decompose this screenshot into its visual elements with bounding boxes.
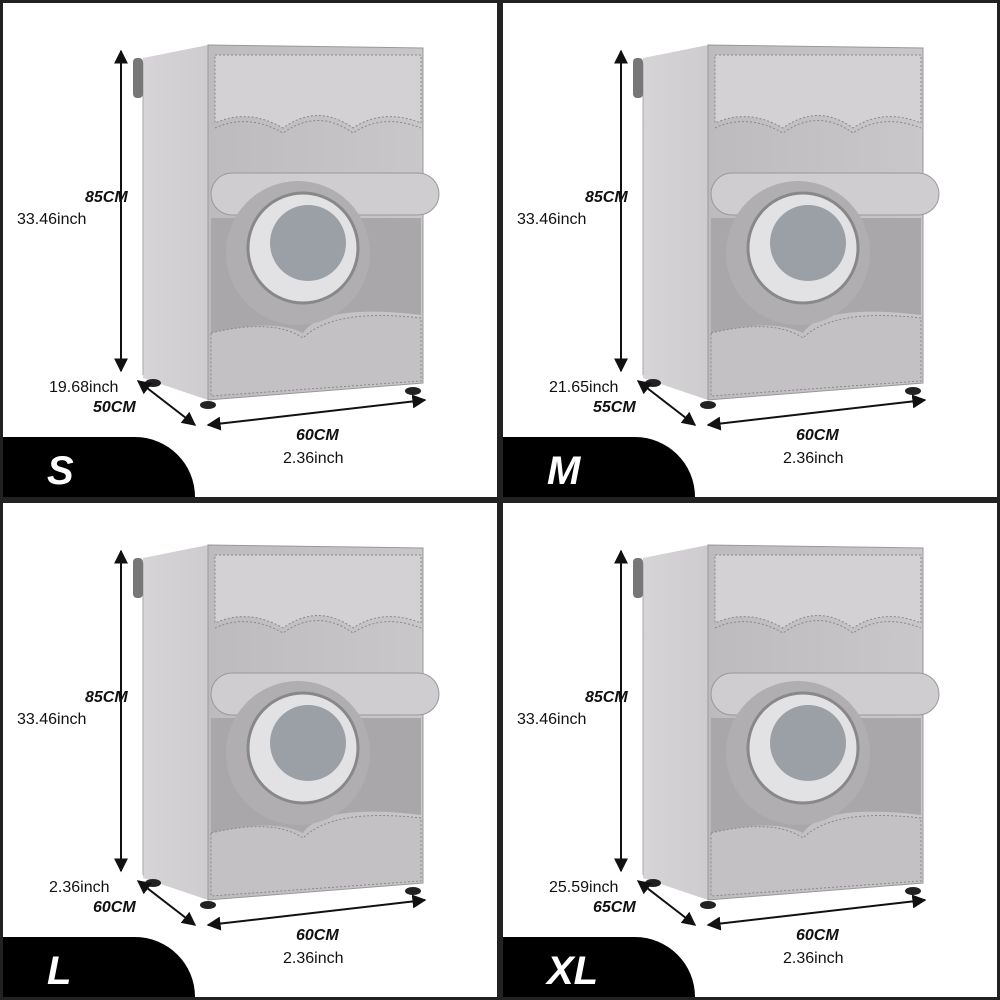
width-cm: 60CM [296,427,339,444]
height-inch: 33.46inch [517,211,587,228]
size-label: M [547,449,581,493]
width-arrow [206,894,427,931]
height-cm: 85CM [585,689,628,706]
width-cm: 60CM [296,927,339,944]
depth-inch: 25.59inch [549,879,619,896]
size-label: XL [547,949,599,993]
size-label: L [47,949,72,993]
washer-cover-illustration [614,544,940,931]
width-inch: 2.36inch [783,450,844,467]
width-inch: 2.36inch [783,950,844,967]
depth-cm: 65CM [593,899,636,916]
depth-inch: 2.36inch [49,879,110,896]
washer-cover [633,44,940,409]
size-panel-s: 85CM 33.46inch 19.68inch 50CM 60CM 2.36i… [3,3,497,497]
height-cm: 85CM [85,189,128,206]
washer-cover-illustration [114,44,440,431]
width-arrow [206,394,427,431]
width-arrow [706,394,927,431]
width-cm: 60CM [796,427,839,444]
washer-cover [133,544,440,909]
washer-cover [633,544,940,909]
size-tab [3,437,195,497]
width-inch: 2.36inch [283,950,344,967]
depth-arrow [636,880,697,926]
size-tab [503,437,695,497]
height-inch: 33.46inch [17,711,87,728]
depth-arrow [136,880,197,926]
width-arrow [706,894,927,931]
depth-arrow [136,380,197,426]
height-cm: 85CM [585,189,628,206]
depth-cm: 55CM [593,399,636,416]
depth-arrow [636,380,697,426]
washer-cover-illustration [614,44,940,431]
size-tab [3,937,195,997]
size-panel-xl: 85CM 33.46inch 25.59inch 65CM 60CM 2.36i… [503,503,997,997]
washer-cover [133,44,440,409]
size-tab [503,937,695,997]
depth-inch: 21.65inch [549,379,619,396]
width-inch: 2.36inch [283,450,344,467]
depth-cm: 50CM [93,399,136,416]
washer-cover-illustration [114,544,440,931]
height-inch: 33.46inch [17,211,87,228]
width-cm: 60CM [796,927,839,944]
size-panel-m: 85CM 33.46inch 21.65inch 55CM 60CM 2.36i… [503,3,997,497]
height-inch: 33.46inch [517,711,587,728]
height-cm: 85CM [85,689,128,706]
depth-inch: 19.68inch [49,379,119,396]
depth-cm: 60CM [93,899,136,916]
size-panel-l: 85CM 33.46inch 2.36inch 60CM 60CM 2.36in… [3,503,497,997]
size-label: S [47,449,74,493]
